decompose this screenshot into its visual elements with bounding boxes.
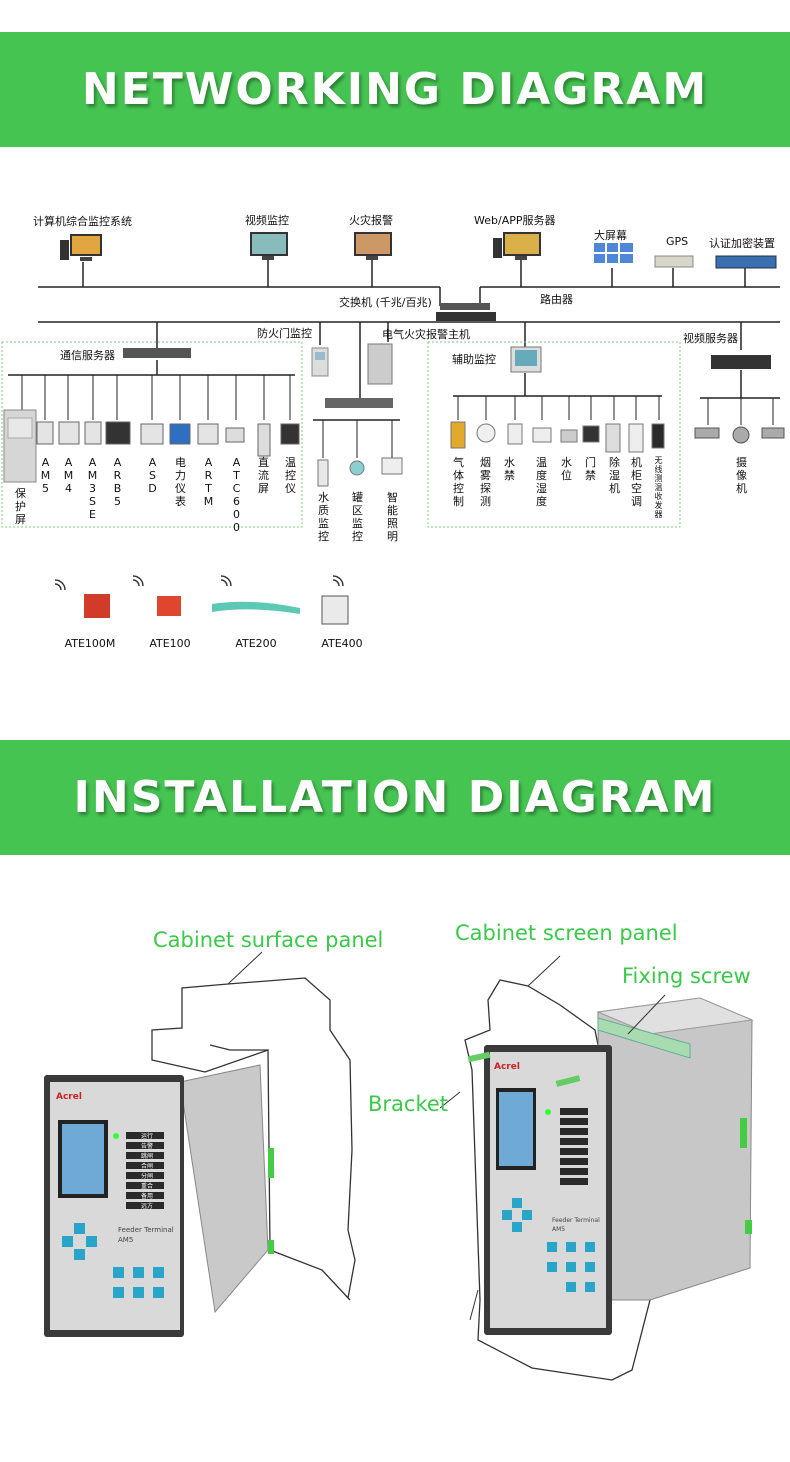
device-button-label: 跳闸 xyxy=(140,1153,153,1160)
device-button-label: 合闸 xyxy=(140,1163,153,1170)
label-protection-device: ARB5 xyxy=(113,456,122,508)
label-screen-panel: Cabinet screen panel xyxy=(455,921,678,945)
device-button-label: 远方 xyxy=(140,1203,153,1210)
label-middle-device: 罐区监控 xyxy=(352,491,363,543)
label-aux-device: 除湿机 xyxy=(609,456,620,495)
device-left-button-labels: 运行 告警 跳闸 合闸 分闸 重合 备用 远方 xyxy=(128,1132,166,1212)
device-button-label: 运行 xyxy=(140,1133,153,1140)
label-sensor: ATE400 xyxy=(321,637,363,650)
middle-device-icons xyxy=(317,457,403,487)
monitor-icon xyxy=(250,232,288,260)
label-protection-device: AM5 xyxy=(40,456,51,495)
protection-cabinet-icon xyxy=(3,409,37,483)
label-fire-door: 防火门监控 xyxy=(257,327,312,340)
monitor-icon xyxy=(354,232,392,260)
label-protection-device: 温控仪 xyxy=(285,456,296,495)
installation-title: INSTALLATION DIAGRAM xyxy=(73,772,717,823)
group-boxes xyxy=(1,341,681,528)
device-brand: Acrel xyxy=(494,1062,520,1072)
label-aux-device: 气体控制 xyxy=(453,456,464,508)
label-aux-device: 温度湿度 xyxy=(536,456,547,508)
device-button-label: 告警 xyxy=(140,1143,153,1150)
label-web-app-server: Web/APP服务器 xyxy=(474,214,556,227)
label-protection-device: ATC600 xyxy=(232,456,241,534)
comm-server-icon xyxy=(123,348,191,358)
device-brand: Acrel xyxy=(56,1092,82,1102)
label-protection-device: 保护屏 xyxy=(15,487,26,526)
label-gps: GPS xyxy=(666,235,689,248)
monitor-icon xyxy=(60,234,102,261)
bus-lines xyxy=(8,258,780,421)
gps-icon xyxy=(654,255,694,268)
aux-device-icons xyxy=(450,421,665,453)
device-model: AM5 xyxy=(552,1226,566,1233)
label-video-server: 视频服务器 xyxy=(683,332,738,345)
label-protection-device: AM3SE xyxy=(87,456,98,521)
networking-banner: NETWORKING DIAGRAM xyxy=(0,32,790,147)
device-name: Feeder Terminal xyxy=(552,1217,600,1224)
device-model: AM5 xyxy=(118,1236,134,1244)
label-bracket: Bracket xyxy=(368,1092,449,1116)
label-aux-monitor: 辅助监控 xyxy=(452,353,496,366)
router-icon xyxy=(436,312,496,321)
label-protection-device: ASD xyxy=(148,456,157,495)
label-aux-device: 无线测温收发器 xyxy=(654,456,663,519)
label-comm-server: 通信服务器 xyxy=(60,349,115,362)
label-middle-device: 智能照明 xyxy=(387,491,398,543)
label-fixing-screw: Fixing screw xyxy=(622,964,751,988)
label-sensor: ATE200 xyxy=(235,637,277,650)
label-electrical-fire: 电气火灾报警主机 xyxy=(382,328,470,341)
installation-banner: INSTALLATION DIAGRAM xyxy=(0,740,790,855)
device-button-label: 分闸 xyxy=(140,1173,153,1180)
label-encryption: 认证加密装置 xyxy=(709,237,775,250)
device-button-label: 备用 xyxy=(140,1193,153,1200)
networking-title: NETWORKING DIAGRAM xyxy=(81,64,709,115)
label-aux-device: 机柜空调 xyxy=(631,456,642,508)
label-router: 路由器 xyxy=(540,293,573,306)
label-big-screen: 大屏幕 xyxy=(594,229,627,242)
label-middle-device: 水质监控 xyxy=(318,491,329,543)
label-fire-alarm: 火灾报警 xyxy=(349,214,393,227)
relay-device-icons xyxy=(36,421,300,457)
device-name: Feeder Terminal xyxy=(118,1226,174,1234)
camera-icons xyxy=(694,426,785,444)
surface-panel-outline xyxy=(151,977,356,1301)
label-protection-device: AM4 xyxy=(63,456,74,495)
label-protection-device: 电力仪表 xyxy=(175,456,186,508)
device-left xyxy=(44,1064,274,1337)
middle-switch-icon xyxy=(325,398,393,408)
kiosk-icon xyxy=(311,347,329,377)
device-drops xyxy=(21,375,774,458)
label-aux-device: 水禁 xyxy=(504,456,515,482)
label-aux-device: 烟雾探测 xyxy=(480,456,491,508)
label-sensor: ATE100 xyxy=(149,637,191,650)
label-surface-panel: Cabinet surface panel xyxy=(153,928,384,952)
monitor-icon xyxy=(493,232,541,260)
aux-monitor-icon xyxy=(510,346,542,373)
sensor-icons xyxy=(84,594,349,625)
wireless-icons xyxy=(54,575,344,591)
label-sensor: ATE100M xyxy=(64,637,116,650)
label-computer-monitoring: 计算机综合监控系统 xyxy=(33,215,132,228)
label-video-monitoring: 视频监控 xyxy=(245,214,289,227)
encryption-icon xyxy=(715,255,777,269)
label-protection-device: ARTM xyxy=(203,456,214,508)
big-screen-icon xyxy=(594,243,633,263)
label-switch: 交换机 (千兆/百兆) xyxy=(339,296,432,309)
label-aux-device: 门禁 xyxy=(585,456,596,482)
label-camera: 摄像机 xyxy=(736,456,747,495)
fire-host-icon xyxy=(367,343,393,385)
video-server-icon xyxy=(711,355,771,369)
device-right xyxy=(467,994,754,1335)
label-aux-device: 水位 xyxy=(561,456,572,482)
switch-icon xyxy=(440,303,490,310)
label-protection-device: 直流屏 xyxy=(258,456,269,495)
device-button-label: 重合 xyxy=(140,1183,153,1190)
